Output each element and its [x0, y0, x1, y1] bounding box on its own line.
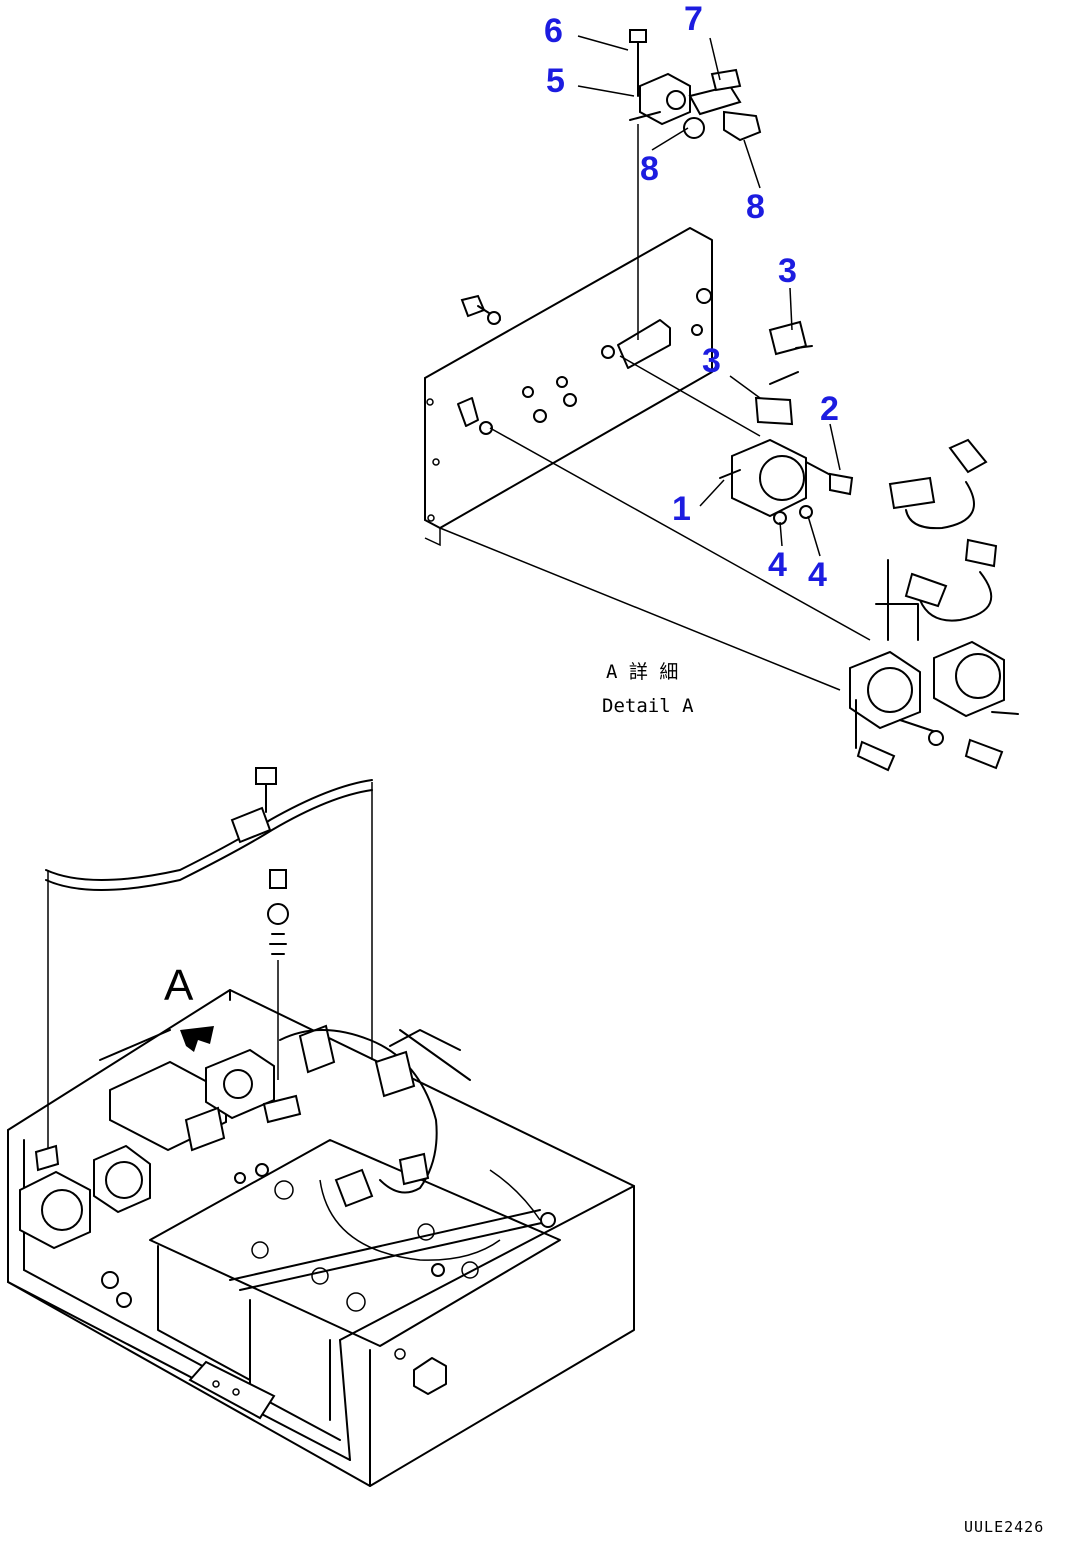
- callout-7: 7: [684, 0, 703, 38]
- detail-caption-en: Detail A: [602, 695, 694, 717]
- view-marker-a: A: [164, 961, 194, 1010]
- bolt-part-2: [805, 461, 854, 496]
- valve-block-center: [109, 1024, 438, 1208]
- callout-5: 5: [546, 62, 565, 100]
- callout-4: 4: [768, 546, 787, 584]
- callout-leaders: [577, 35, 841, 557]
- solenoid-part-1: [719, 438, 813, 525]
- valve-assembly-top: [629, 29, 762, 142]
- detail-caption-jp: A 詳 細: [606, 661, 678, 683]
- callout-6: 6: [544, 12, 563, 50]
- view-arrow-icon: [180, 1026, 214, 1052]
- callout-8: 8: [746, 188, 765, 226]
- detail-a-view: [424, 29, 1019, 772]
- callout-3: 3: [778, 252, 797, 290]
- solenoid-left-pair: [19, 1144, 151, 1250]
- solenoid-pair-lower: [849, 640, 1019, 772]
- bolt-icon: [460, 294, 501, 325]
- document-id: UULE2426: [964, 1518, 1044, 1536]
- callout-labels: 6 7 5 8 8 3 3 2 1 4 4: [544, 0, 839, 594]
- hose-assembly-right: [875, 438, 998, 641]
- mounting-plate: [188, 1360, 276, 1420]
- fitting-part-3b: [754, 371, 799, 426]
- callout-1: 1: [672, 490, 691, 528]
- callout-4: 4: [808, 556, 827, 594]
- callout-3: 3: [702, 342, 721, 380]
- main-assembly-view: A: [7, 767, 635, 1487]
- callout-8: 8: [640, 150, 659, 188]
- callout-2: 2: [820, 390, 839, 428]
- fitting-part-3a: [768, 320, 813, 356]
